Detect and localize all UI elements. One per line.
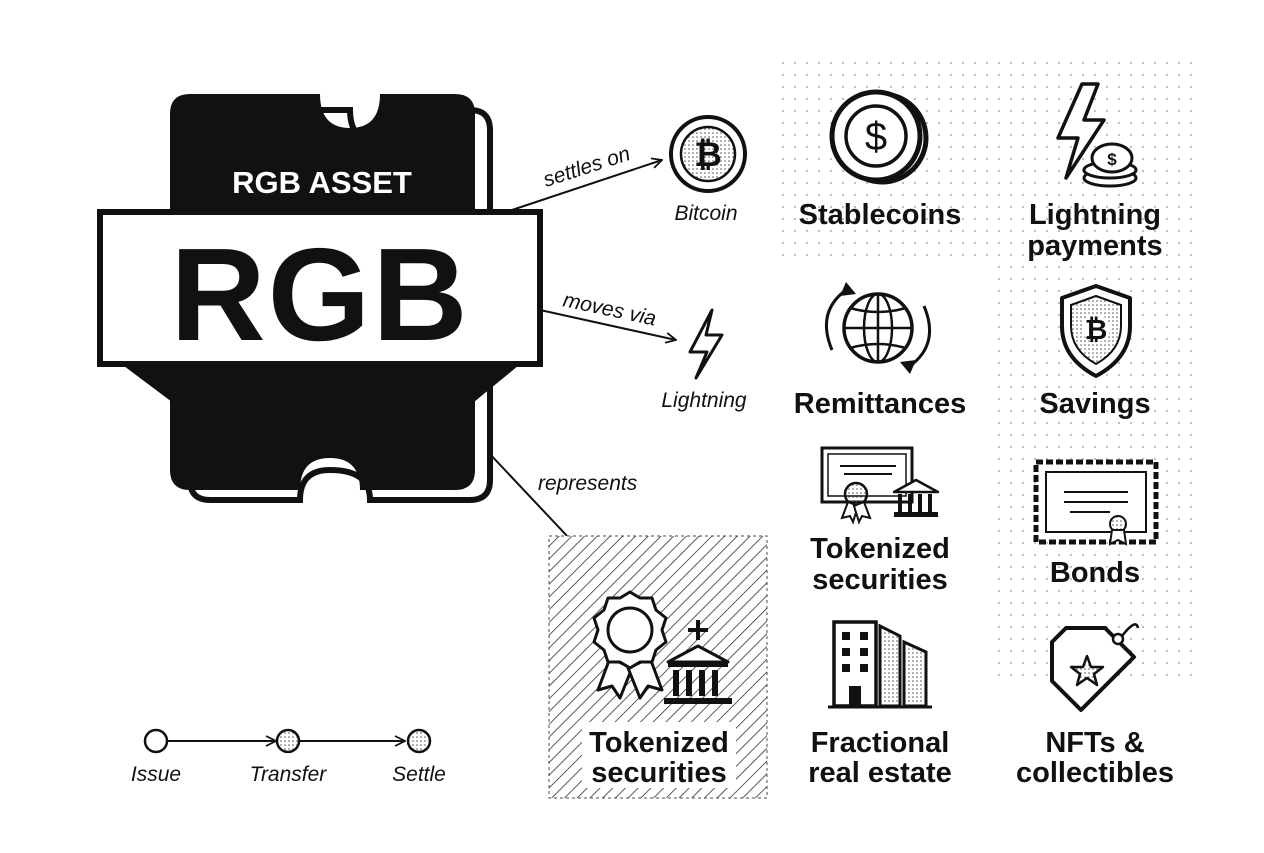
savings-label: Savings	[1039, 388, 1150, 420]
moves-arrow	[539, 309, 676, 340]
transfer-node	[275, 728, 301, 754]
nfts-label-line2: collectibles	[1016, 757, 1174, 789]
flow-step-transfer: Transfer	[250, 763, 328, 786]
bank-building-icon	[664, 644, 732, 704]
stablecoins-label: Stablecoins	[799, 199, 962, 231]
token-header: RGB ASSET	[232, 165, 412, 200]
settle-node	[406, 728, 432, 754]
remittances-label: Remittances	[794, 388, 966, 420]
svg-text:$: $	[865, 115, 887, 159]
issue-node	[143, 728, 169, 754]
lightning-bolt-icon	[688, 308, 724, 380]
token-name: RGB	[170, 221, 469, 368]
lightning-payments-label-line1: Lightning	[1029, 199, 1161, 231]
bitcoin-coin-icon: ₿	[669, 115, 747, 193]
featured-securities-box	[548, 535, 768, 799]
flow-step-issue: Issue	[131, 763, 181, 786]
plus-icon	[688, 620, 708, 640]
bonds-label: Bonds	[1050, 557, 1140, 589]
nfts-label-line1: NFTs &	[1045, 727, 1144, 759]
fractional-real-estate-label-line2: real estate	[808, 757, 952, 789]
tokenized-securities-label-line2: securities	[812, 564, 947, 596]
lifecycle-flow: Issue Transfer Settle	[131, 728, 446, 786]
award-rosette-icon	[592, 590, 668, 700]
bitcoin-shield-icon: ₿	[1060, 284, 1132, 378]
bitcoin-label: Bitcoin	[674, 202, 737, 225]
certificate-bank-icon	[820, 446, 940, 525]
star-tag-icon	[1050, 623, 1140, 712]
tokenized-securities-label-line1: Tokenized	[810, 533, 950, 565]
lightning-label: Lightning	[661, 389, 747, 412]
settles-arrow	[511, 160, 662, 211]
flow-step-settle: Settle	[392, 763, 446, 786]
globe-arrows-icon	[824, 282, 932, 374]
fractional-real-estate-label-line1: Fractional	[811, 727, 950, 759]
featured-label-line1: Tokenized	[589, 727, 729, 759]
buildings-icon	[828, 620, 932, 709]
moves-label: moves via	[561, 288, 658, 330]
dollar-coin-icon: $	[829, 89, 929, 185]
lightning-payments-label-line2: payments	[1027, 230, 1162, 262]
svg-text:₿: ₿	[694, 136, 722, 174]
svg-text:$: $	[1107, 150, 1117, 169]
bond-certificate-icon	[1033, 459, 1159, 546]
svg-text:₿: ₿	[1085, 314, 1108, 345]
rgb-token-ticket: RGB ASSET RGB	[97, 94, 543, 503]
featured-label-line2: securities	[591, 757, 726, 789]
lightning-coins-icon: $	[1056, 82, 1138, 188]
represents-label: represents	[538, 472, 638, 495]
